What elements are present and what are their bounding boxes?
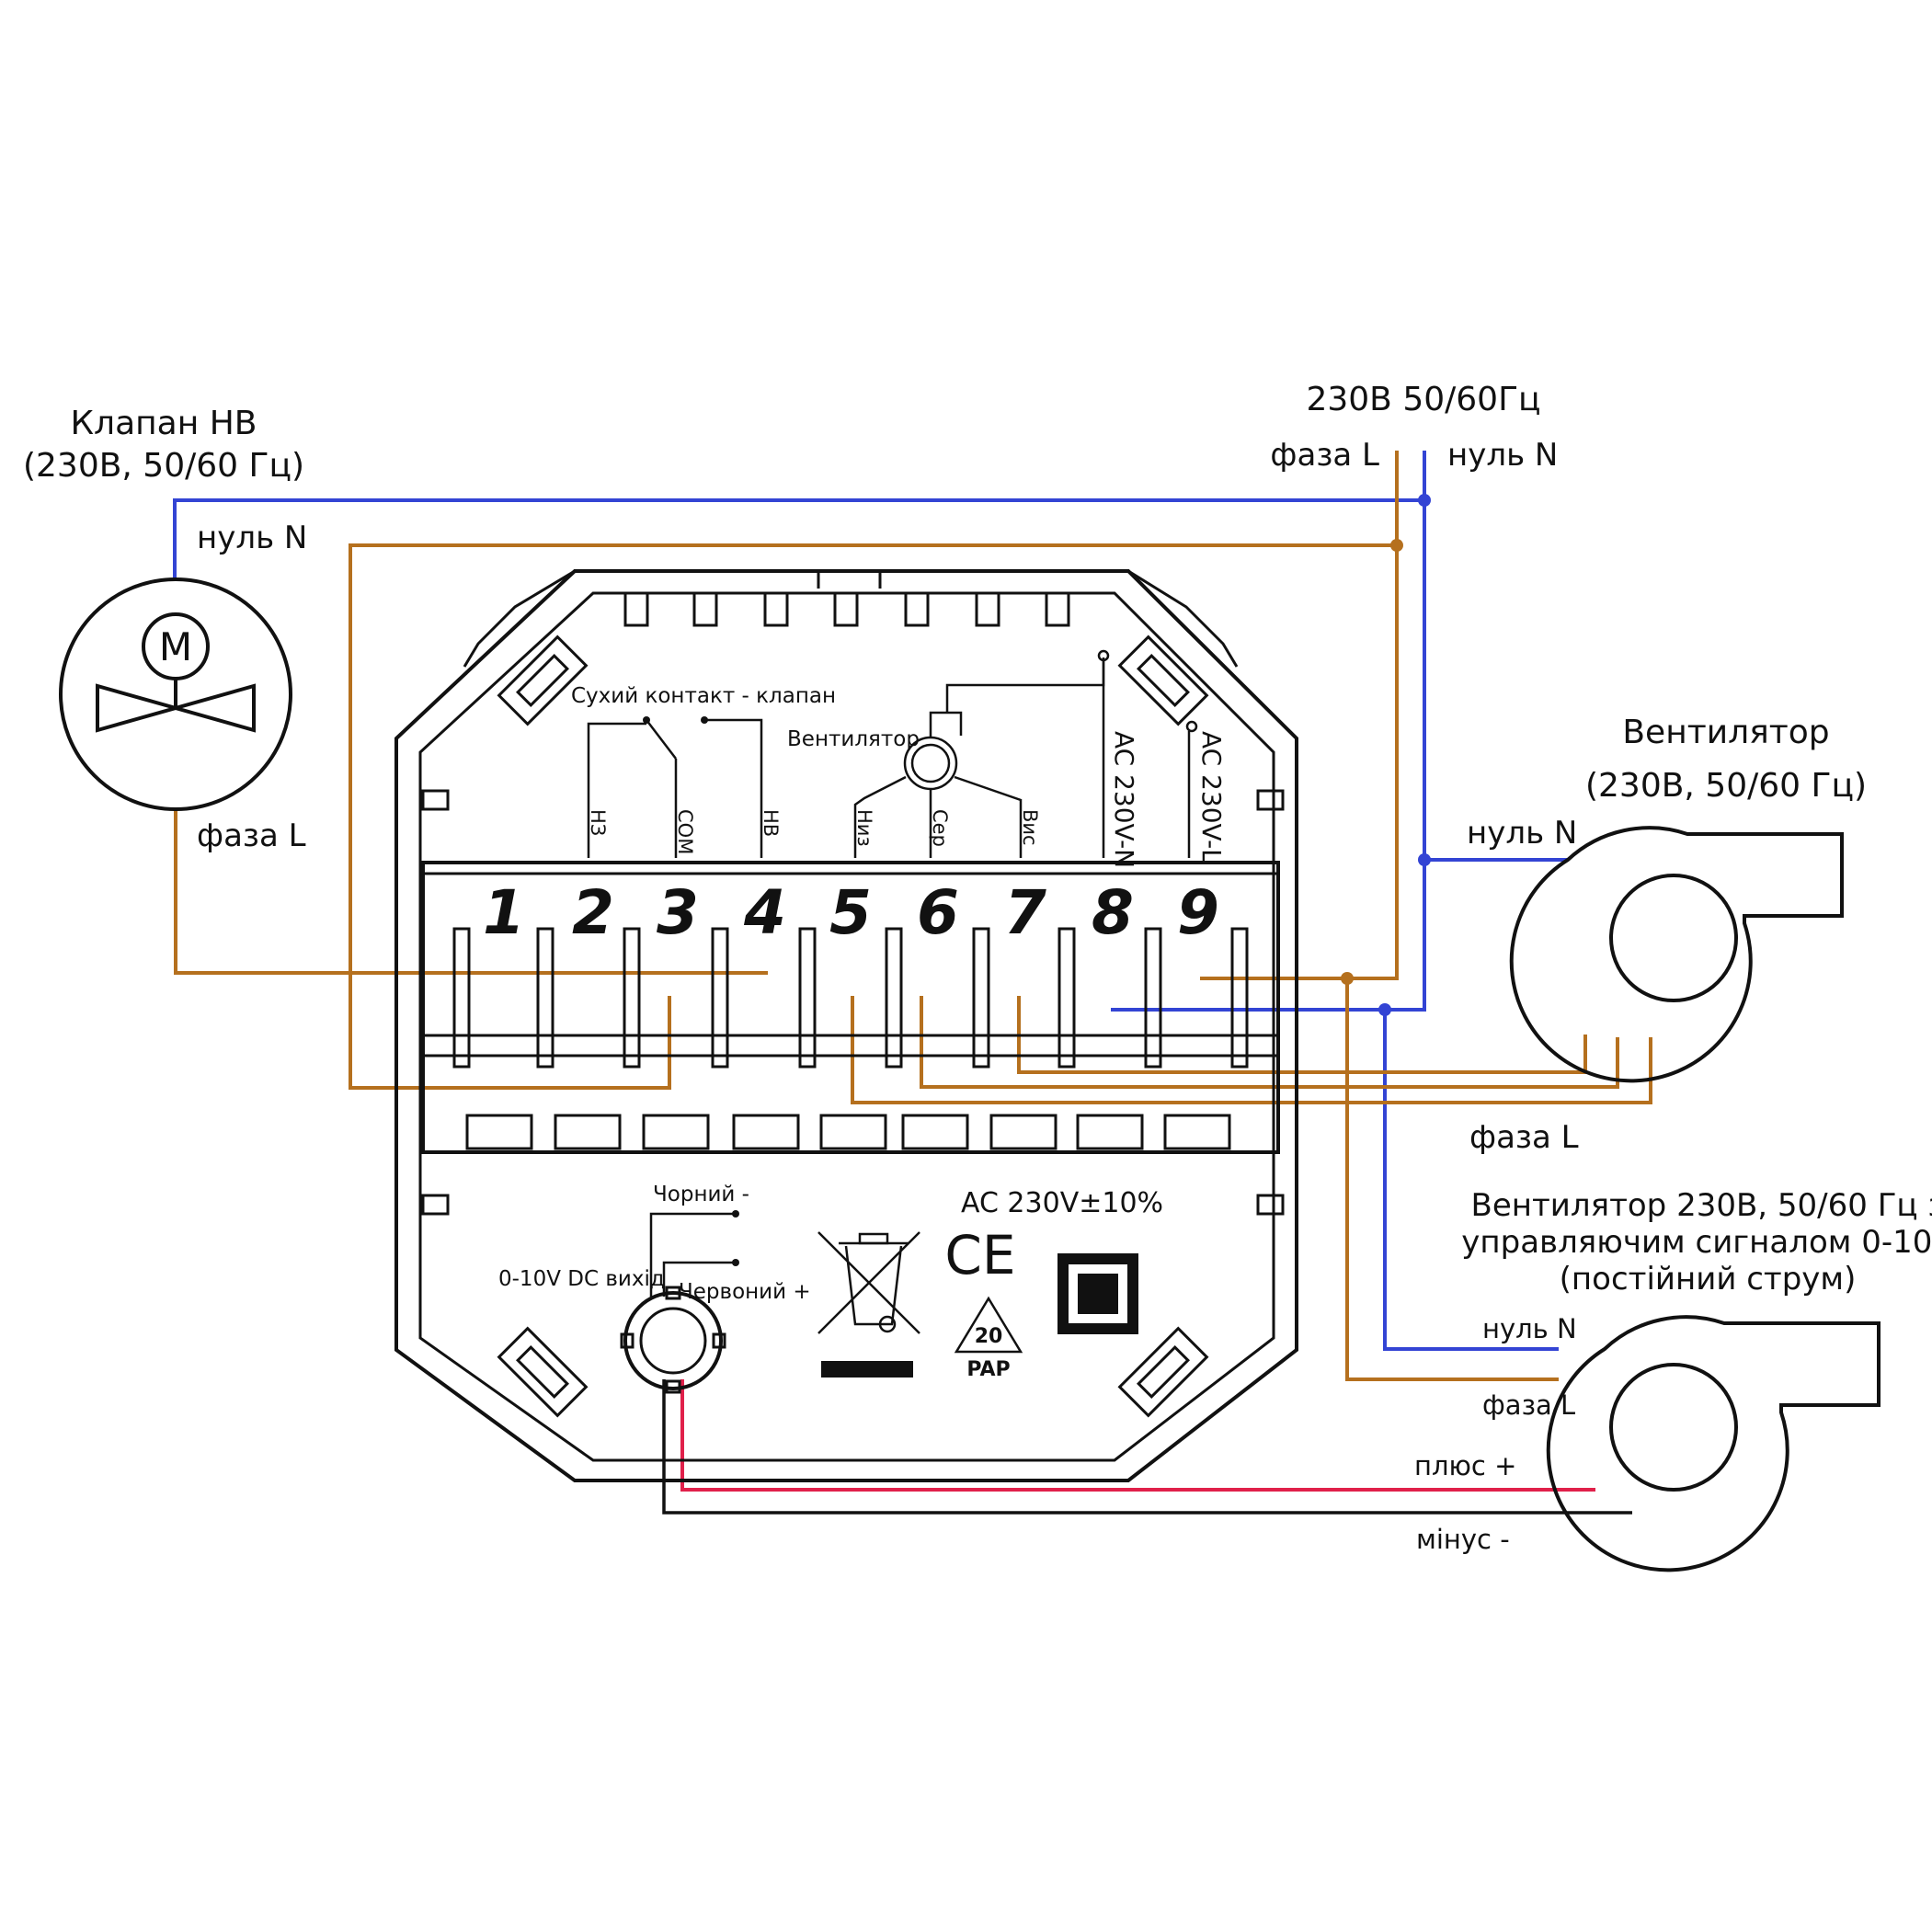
terminal-separators (452, 927, 1249, 1069)
fan1-title-line1: Вентилятор (1622, 714, 1829, 751)
wire-supply-neutral (1385, 451, 1426, 1012)
terminal-numbers: 1 2 3 4 5 6 7 8 9 (483, 877, 1219, 948)
terminal-screws (465, 1114, 1231, 1150)
wire-terminal3-phase (349, 543, 1397, 1090)
wire-valve-phase (174, 809, 768, 975)
analog-output-label: 0-10V DC вихід (498, 1267, 665, 1291)
fan-internal-label: Вентилятор (787, 727, 920, 751)
dry-contact-schematic: Сухий контакт - клапан НЗ COM НВ (571, 684, 836, 858)
contact-no-label: НВ (760, 809, 782, 837)
wire-terminal8-neutral (1111, 1008, 1559, 1351)
recycle-icon: 20 PAP (954, 1296, 1023, 1381)
fan2-title-line1: Вентилятор 230В, 50/60 Гц з (1471, 1187, 1932, 1224)
terminal-6: 6 (917, 877, 959, 948)
device-body (394, 569, 1298, 1482)
junction-phase-top (1390, 539, 1403, 552)
contact-com-label: COM (674, 809, 696, 854)
terminal-8: 8 (1092, 877, 1134, 948)
weee-bin-icon (817, 1231, 920, 1378)
fan2-neutral-label: нуль N (1482, 1313, 1577, 1344)
fan2-minus-label: мінус - (1416, 1524, 1510, 1555)
fan2-phase-label: фаза L (1482, 1389, 1575, 1421)
speed-mid-label: Сер (929, 809, 951, 847)
fan1-symbol (1509, 826, 1844, 1083)
red-wire-label: Червоний + (679, 1280, 811, 1304)
analog-output-connector: Чорний - Червоний + 0-10V DC вихід (498, 1183, 811, 1394)
valve-phase-label: фаза L (197, 817, 306, 854)
motor-symbol: M (159, 624, 192, 669)
fan1-title-line2: (230В, 50/60 Гц) (1585, 767, 1867, 805)
contact-nc-label: НЗ (587, 809, 609, 836)
terminal-2: 2 (572, 877, 614, 948)
wire-fan-mid (920, 996, 1619, 1089)
fan1-neutral-label: нуль N (1467, 815, 1577, 852)
wire-fan-low (851, 996, 1652, 1104)
wire-valve-neutral (173, 498, 1424, 579)
fan2-title-line2: управляючим сигналом 0-10В (1461, 1224, 1932, 1261)
ac-n-label: AC 230V-N (1109, 731, 1139, 868)
valve-symbol: M (59, 577, 292, 811)
fan2-title-line3: (постійний струм) (1560, 1261, 1857, 1298)
fan2-plus-label: плюс + (1414, 1450, 1516, 1481)
junction-neutral-mid (1378, 1003, 1391, 1016)
labels: Клапан НВ (230В, 50/60 Гц) нуль N фаза L… (23, 381, 1932, 1555)
wire-minus (662, 1379, 1632, 1515)
supply-title: 230В 50/60Гц (1306, 381, 1540, 418)
device-inner-frame (418, 591, 1275, 1462)
junction-phase-mid (1341, 972, 1354, 985)
thermostat-device: 1 2 3 4 5 6 7 8 9 Сухий контакт - клапан… (394, 569, 1298, 1482)
terminal-7: 7 (1004, 877, 1046, 948)
fan1-phase-label: фаза L (1469, 1119, 1579, 1156)
ce-mark: CE (944, 1224, 1015, 1286)
wire-plus (680, 1379, 1595, 1492)
terminal-block (421, 861, 1280, 1154)
dry-contact-label: Сухий контакт - клапан (571, 684, 836, 708)
corner-latches (497, 634, 1209, 1418)
terminal-5: 5 (829, 877, 872, 948)
valve-title-line2: (230В, 50/60 Гц) (23, 447, 304, 485)
terminal-9: 9 (1177, 877, 1219, 948)
fan2-symbol (1546, 1315, 1881, 1572)
square-mark-icon (1057, 1253, 1138, 1334)
supply-neutral-label: нуль N (1447, 437, 1558, 474)
power-rating: AC 230V±10% (961, 1187, 1163, 1219)
terminal-1: 1 (483, 877, 525, 948)
junction-neutral-top (1418, 494, 1431, 507)
valve-title-line1: Клапан НВ (71, 405, 257, 442)
junction-neutral-fan1 (1418, 853, 1431, 866)
terminal-4: 4 (743, 877, 786, 948)
fan-schematic: Вентилятор Низ Сер Вис AC 230V-N AC 230V… (787, 649, 1227, 868)
black-wire-label: Чорний - (653, 1183, 749, 1206)
top-clips (623, 591, 1070, 627)
terminal-3: 3 (657, 877, 699, 948)
supply-phase-label: фаза L (1270, 437, 1379, 474)
valve-neutral-label: нуль N (197, 520, 307, 556)
recycle-code: PAP (966, 1358, 1010, 1381)
speed-low-label: Низ (853, 809, 875, 847)
recycle-number: 20 (975, 1325, 1003, 1348)
speed-high-label: Вис (1019, 809, 1041, 846)
ac-l-label: AC 230V-L (1196, 731, 1227, 863)
